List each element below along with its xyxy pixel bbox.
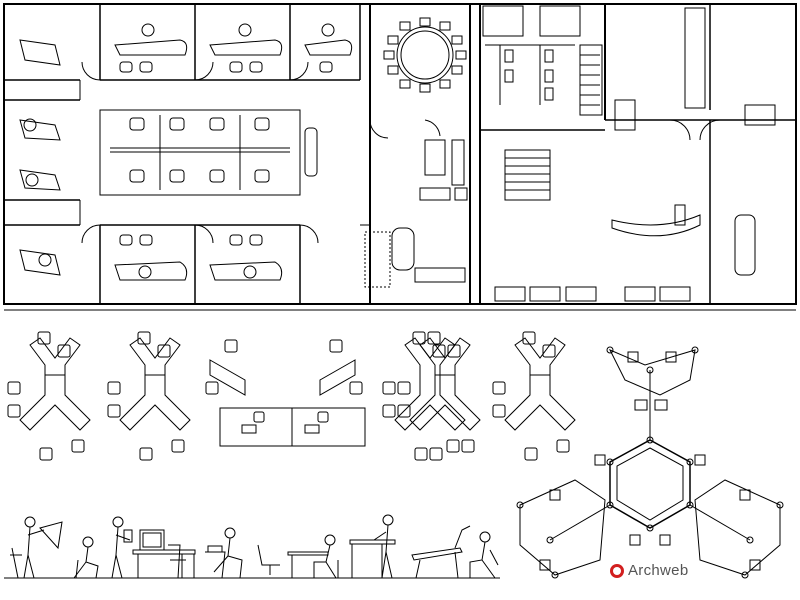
y-workstation (7, 331, 91, 461)
archweb-logo-icon (610, 563, 624, 578)
floor-plan (3, 3, 797, 311)
twin-y-workstation (205, 339, 366, 447)
y-workstation-blocks (7, 331, 576, 461)
watermark-text: Archweb (628, 562, 689, 579)
y-workstation-right (382, 331, 466, 461)
hexagonal-workstation-cluster (516, 346, 784, 579)
archweb-watermark: Archweb (610, 562, 688, 579)
elevation-figures (4, 514, 500, 579)
